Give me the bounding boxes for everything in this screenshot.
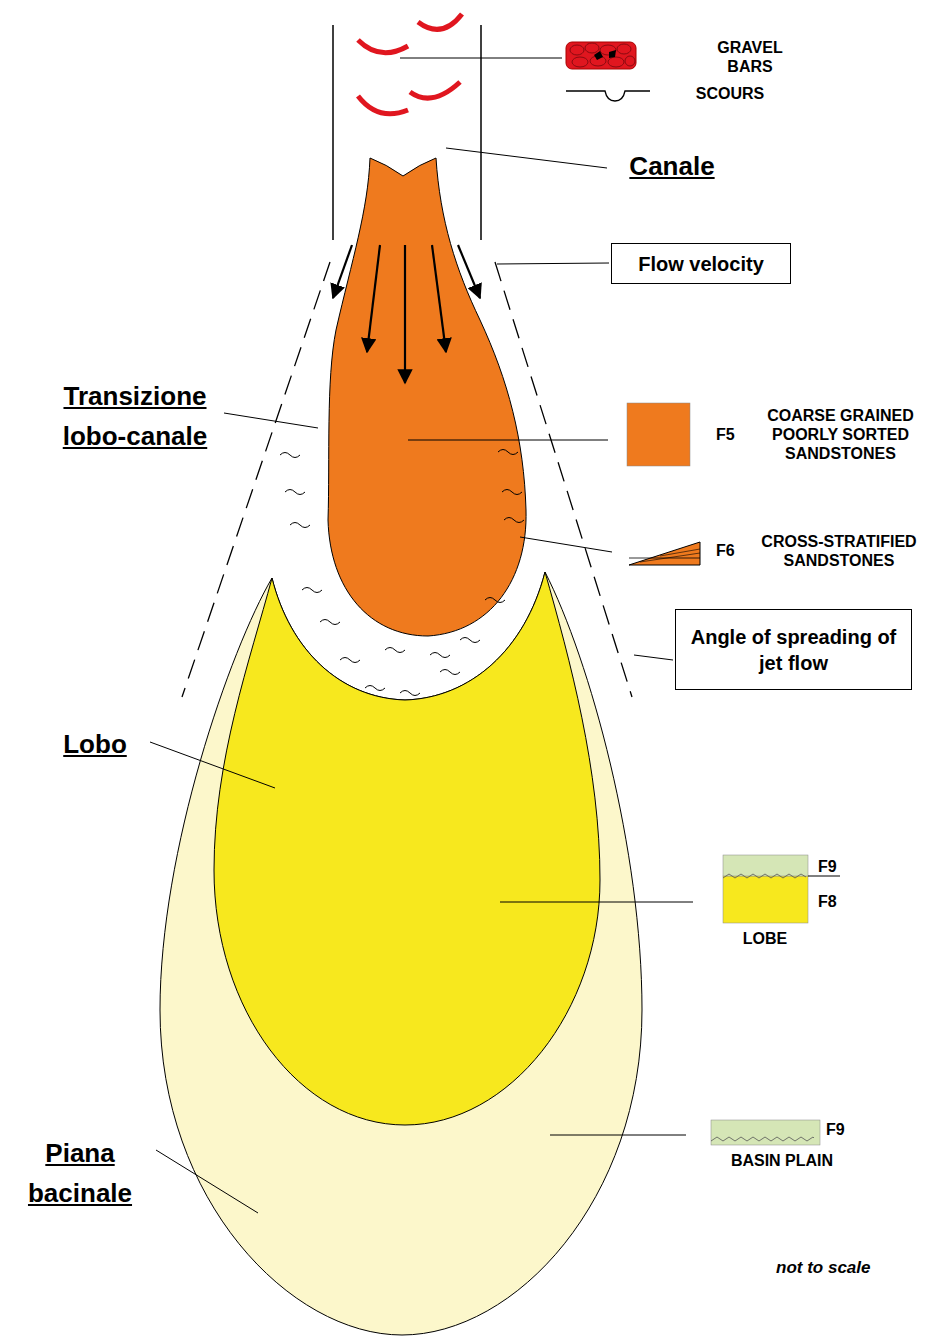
cross-strata-marks bbox=[280, 450, 524, 696]
flow-arrow bbox=[333, 245, 480, 383]
label-text: F6 bbox=[716, 542, 742, 560]
gravel-symbol bbox=[566, 42, 636, 69]
label-text: Transizione lobo-canale bbox=[40, 376, 230, 457]
wave-mark bbox=[280, 453, 300, 458]
wave-mark bbox=[385, 648, 405, 653]
wave-mark bbox=[302, 588, 322, 593]
gravel-bars bbox=[358, 14, 462, 114]
wave-mark bbox=[320, 620, 340, 625]
box-text: Flow velocity bbox=[638, 251, 764, 277]
label-text: BASIN PLAIN bbox=[722, 1151, 842, 1170]
wave-mark bbox=[485, 598, 505, 603]
label-text: Canale bbox=[612, 146, 732, 186]
basin-column bbox=[711, 1120, 820, 1145]
label-text: LOBE bbox=[730, 929, 800, 948]
f6-swatch bbox=[629, 542, 700, 565]
wave-mark bbox=[460, 638, 480, 643]
label-text: CROSS-STRATIFIED SANDSTONES bbox=[745, 532, 933, 570]
wave-mark bbox=[290, 523, 310, 528]
wave-mark bbox=[365, 686, 385, 691]
channel-wall bbox=[332, 25, 334, 240]
label-text: F9 bbox=[826, 1121, 856, 1139]
box-text: Angle of spreading of jet flow bbox=[684, 624, 903, 676]
wave-mark bbox=[400, 691, 420, 696]
basin-plain-area bbox=[160, 572, 642, 1335]
label-text: COARSE GRAINED POORLY SORTED SANDSTONES bbox=[748, 406, 933, 464]
wave-mark bbox=[440, 670, 460, 675]
text-box: Angle of spreading of jet flow bbox=[675, 609, 912, 690]
scour-symbol bbox=[566, 91, 650, 101]
transition-area bbox=[328, 158, 526, 636]
label-text: F8 bbox=[818, 893, 848, 911]
leader-line bbox=[150, 58, 693, 1213]
wave-mark bbox=[502, 490, 522, 495]
label-text: SCOURS bbox=[685, 84, 775, 103]
f5-swatch bbox=[627, 403, 690, 466]
wave-mark bbox=[285, 490, 305, 495]
lobe-area bbox=[214, 572, 600, 1125]
label-text: F5 bbox=[716, 426, 742, 444]
label-text: not to scale bbox=[776, 1258, 906, 1278]
text-box: Flow velocity bbox=[611, 243, 791, 284]
wave-mark bbox=[504, 518, 524, 523]
wave-mark bbox=[498, 450, 518, 455]
label-text: GRAVEL BARS bbox=[700, 38, 800, 76]
label-text: Piana bacinale bbox=[5, 1133, 155, 1214]
label-text: Lobo bbox=[40, 724, 150, 764]
label-text: F9 bbox=[818, 858, 848, 876]
wave-mark bbox=[430, 653, 450, 658]
channel-wall bbox=[480, 25, 482, 240]
wave-mark bbox=[340, 658, 360, 663]
